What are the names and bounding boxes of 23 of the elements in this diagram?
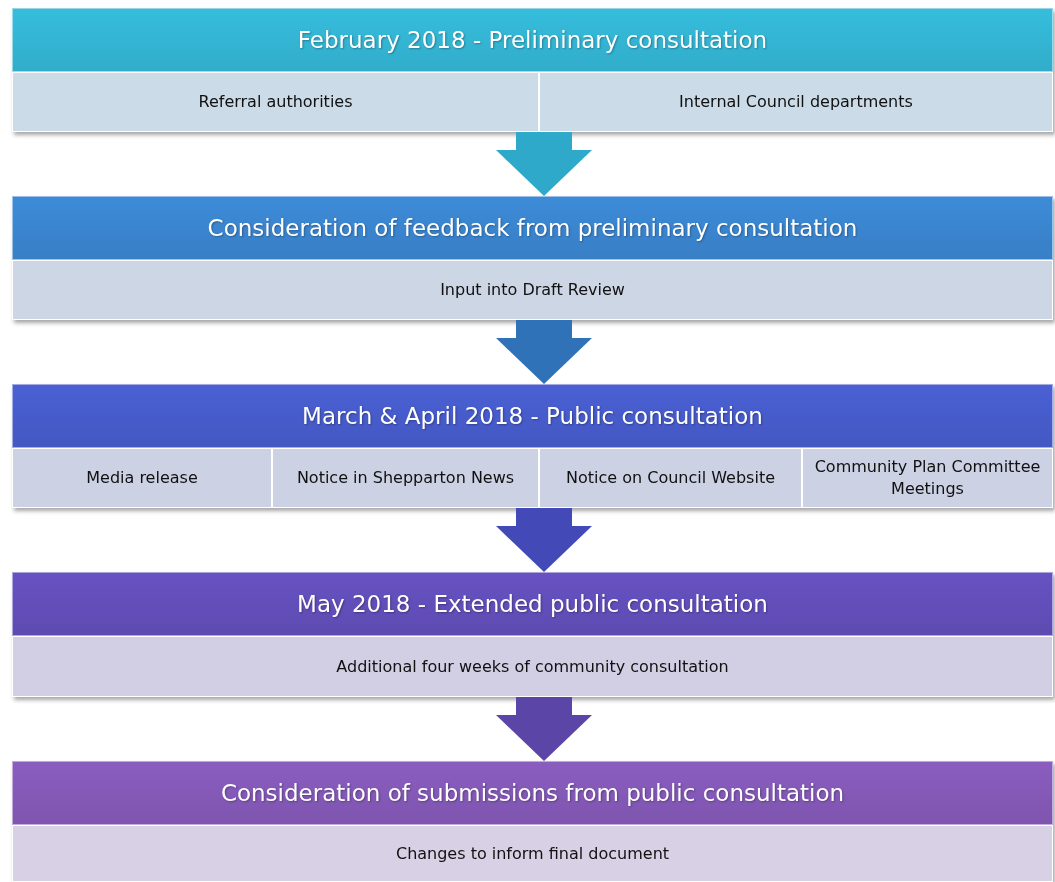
activity-cell: Internal Council departments bbox=[539, 72, 1053, 132]
activity-cell: Community Plan Committee Meetings bbox=[802, 448, 1053, 508]
stage-panel bbox=[12, 761, 1053, 882]
down-arrow bbox=[496, 132, 592, 196]
stage-panel bbox=[12, 8, 1053, 132]
activity-cell: Notice in Shepparton News bbox=[272, 448, 539, 508]
stage-header: February 2018 - Preliminary consultation bbox=[12, 8, 1053, 72]
stage-panel bbox=[12, 384, 1053, 508]
activity-cell: Notice on Council Website bbox=[539, 448, 802, 508]
down-arrow bbox=[496, 508, 592, 572]
stage-header: May 2018 - Extended public consultation bbox=[12, 572, 1053, 636]
stage-header: Consideration of feedback from preliminary consultation bbox=[12, 196, 1053, 260]
activity-cell: Referral authorities bbox=[12, 72, 539, 132]
activity-cell: Changes to inform final document bbox=[12, 825, 1053, 882]
activity-cell: Additional four weeks of community consultation bbox=[12, 636, 1053, 697]
activity-cell: Media release bbox=[12, 448, 272, 508]
stage-panel bbox=[12, 572, 1053, 697]
stage-panel bbox=[12, 196, 1053, 320]
down-arrow bbox=[496, 697, 592, 761]
activity-cell: Input into Draft Review bbox=[12, 260, 1053, 320]
stage-header: March & April 2018 - Public consultation bbox=[12, 384, 1053, 448]
down-arrow bbox=[496, 320, 592, 384]
stage-header: Consideration of submissions from public consultation bbox=[12, 761, 1053, 825]
